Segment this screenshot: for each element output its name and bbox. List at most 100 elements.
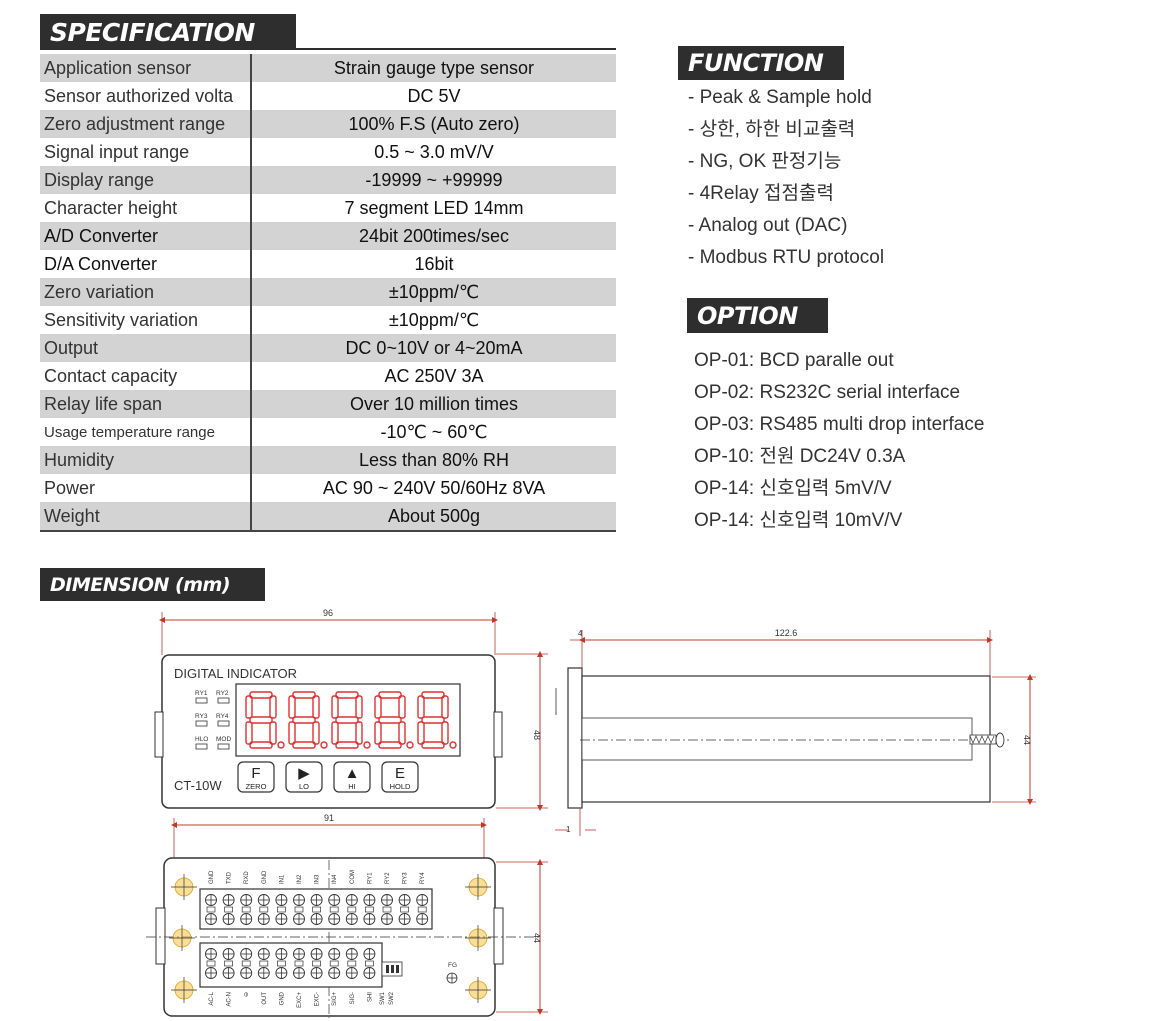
terminal-screw [363, 913, 376, 925]
option-item: OP-03: RS485 multi drop interface [694, 414, 985, 435]
terminal-screw [345, 948, 358, 960]
side-gap-dim: 1 [566, 825, 571, 834]
terminal-label: IN2 [297, 874, 303, 884]
terminal-label: GND [262, 870, 268, 884]
terminal-screw [310, 894, 323, 906]
seven-segment-display [245, 691, 457, 749]
front-view: 96 48 DIGITAL INDICATOR RY1 RY2 RY3 RY4 … [154, 608, 548, 811]
spec-value: AC 250V 3A [384, 365, 484, 386]
side-view: 4 122.6 1 44 [555, 628, 1036, 836]
spec-label: Zero adjustment range [40, 110, 252, 138]
terminal-screw [240, 967, 253, 979]
mount-hole [465, 925, 491, 951]
terminal-label: SHI [367, 992, 373, 1002]
terminal-screw [293, 948, 305, 960]
front-height-dim: 48 [532, 730, 542, 740]
terminal-screw [222, 948, 235, 960]
led-label: HLO [195, 736, 208, 743]
panel-title: DIGITAL INDICATOR [174, 666, 297, 681]
spec-value: About 500g [251, 502, 616, 532]
spec-label: Zero variation [40, 278, 252, 306]
spec-label: Power [40, 474, 252, 502]
terminal-screw [240, 913, 253, 925]
specification-header: SPECIFICATION [40, 14, 296, 50]
option-item: OP-10: 전원 DC24V 0.3A [694, 446, 906, 467]
function-item: - 4Relay 접점출력 [688, 183, 834, 204]
terminal-label: RY4 [420, 872, 426, 884]
terminal-screw [398, 894, 411, 906]
option-header: OPTION [687, 298, 828, 333]
panel-button-label: HOLD [390, 782, 411, 791]
spec-value: 24bit 200times/sec [251, 222, 616, 250]
terminal-screw [381, 894, 393, 906]
terminal-screw [275, 894, 288, 906]
terminal-label: AC-N [227, 992, 233, 1007]
digit [288, 691, 328, 749]
terminal-screw [381, 913, 393, 925]
option-list: OP-01: BCD paralle out OP-02: RS232C ser… [694, 345, 984, 537]
option-item: OP-02: RS232C serial interface [694, 382, 961, 403]
terminal-label: RXD [244, 871, 250, 884]
spec-label: Character height [40, 194, 252, 222]
front-width-dim: 96 [323, 608, 333, 618]
terminal-label: TXD [227, 871, 233, 884]
mount-hole [171, 874, 197, 900]
terminal-screw [345, 967, 358, 979]
mount-hole [169, 925, 195, 951]
function-header: FUNCTION [678, 46, 844, 80]
terminal-screw [205, 894, 217, 906]
spec-value: DC 0~10V or 4~20mA [251, 334, 616, 362]
terminal-label: GND [209, 870, 215, 884]
function-item: - Analog out (DAC) [688, 215, 848, 236]
side-length-dim: 122.6 [775, 628, 798, 638]
function-list: - Peak & Sample hold - 상한, 하한 비교출력 - NG,… [688, 82, 884, 274]
terminal-screw [363, 948, 376, 960]
spec-value: 16bit [414, 253, 454, 274]
terminal-label: IN3 [315, 874, 321, 884]
specification-header-rule [296, 48, 616, 50]
terminal-screw [310, 913, 323, 925]
terminal-screw [293, 913, 305, 925]
terminal-label: RY2 [385, 872, 391, 884]
digit [417, 691, 457, 749]
spec-row: Zero variation±10ppm/℃ [40, 278, 616, 306]
panel-button-glyph: ▶ [298, 765, 310, 782]
digit [245, 691, 285, 749]
digit [331, 691, 371, 749]
fg-label: FG [448, 962, 457, 969]
spec-row: Power AC 90 ~ 240V 50/60Hz 8VA [40, 474, 616, 502]
spec-label: Sensitivity variation [40, 306, 252, 334]
option-item: OP-14: 신호입력 5mV/V [694, 478, 892, 499]
function-item: - Modbus RTU protocol [688, 247, 885, 268]
function-item: - 상한, 하한 비교출력 [688, 119, 856, 140]
spec-value: DC 5V [407, 85, 461, 106]
terminal-screw [328, 948, 341, 960]
terminal-screw [293, 967, 305, 979]
terminal-screw [222, 913, 235, 925]
terminal-screw [398, 913, 411, 925]
terminal-screw [222, 967, 235, 979]
spec-label: Output [40, 334, 252, 362]
terminal-label: ⊖ [244, 992, 250, 997]
option-item: OP-14: 신호입력 10mV/V [694, 510, 903, 531]
terminal-screw [257, 967, 270, 979]
terminal-label: IN1 [279, 874, 285, 884]
spec-value: -19999 ~ +99999 [251, 166, 616, 194]
spec-value: AC 90 ~ 240V 50/60Hz 8VA [322, 477, 546, 498]
panel-button-lo: ▶LO [285, 761, 323, 793]
led-label: RY2 [216, 690, 229, 697]
terminal-screw [345, 894, 358, 906]
spec-value: Strain gauge type sensor [251, 54, 616, 82]
spec-row: Sensitivity variation±10ppm/℃ [40, 306, 616, 334]
terminal-screw [240, 948, 253, 960]
